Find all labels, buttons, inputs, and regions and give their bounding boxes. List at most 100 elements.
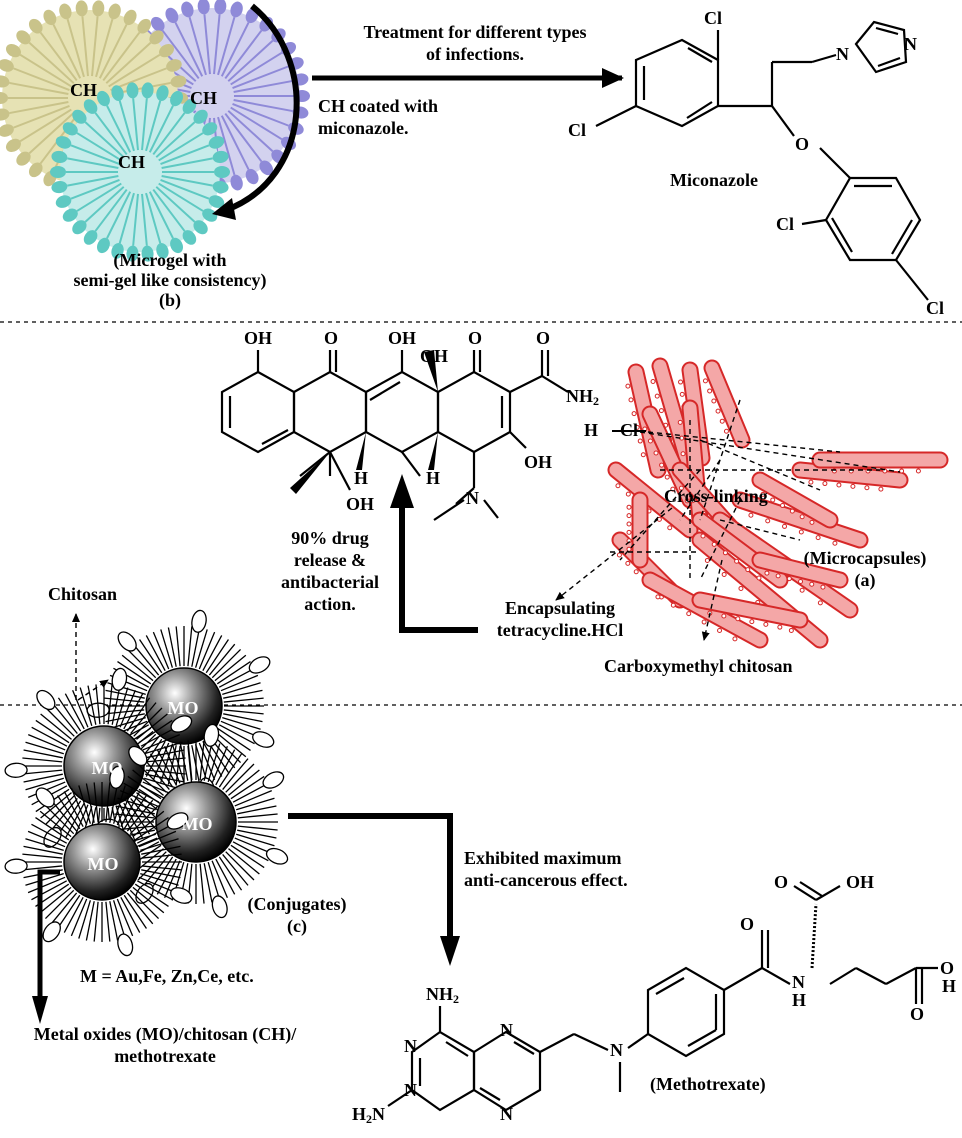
- microgel-chain: [232, 65, 289, 89]
- microgel-chain: [118, 192, 135, 244]
- microcapsule: [607, 461, 699, 539]
- hcl-h: H: [584, 420, 599, 440]
- conjugates-label-2: (c): [287, 916, 307, 936]
- conjugate-bristle: [70, 898, 88, 937]
- conjugate-bristle: [85, 901, 95, 941]
- conjugate: [4, 765, 193, 957]
- conjugate-bristle: [107, 684, 113, 725]
- stereo-dash-bond: [810, 903, 818, 969]
- microcapsule-dot: [899, 468, 905, 474]
- conjugate-bristle: [222, 682, 261, 696]
- microcapsule-dot: [732, 636, 738, 642]
- microgel-chain: [102, 31, 141, 82]
- chitosan-teardrop: [262, 771, 285, 789]
- microcapsule-dot: [625, 491, 631, 497]
- microgel-caption-3: (b): [159, 290, 181, 310]
- microcapsule-dot: [615, 483, 621, 489]
- conjugate-bristle: [127, 775, 162, 800]
- microgel-head: [92, 0, 105, 17]
- microgel-head: [245, 168, 259, 185]
- conjugate-bristle: [132, 769, 164, 796]
- conjugate-bristle: [199, 740, 205, 781]
- microgel-head: [182, 99, 197, 114]
- microgel-head: [59, 3, 72, 20]
- microgel-head: [165, 7, 179, 24]
- microcapsule-dot: [616, 552, 622, 558]
- conjugate-bristle: [214, 654, 247, 682]
- conjugate-bristle: [145, 757, 186, 763]
- conjugate-bristle: [85, 783, 95, 823]
- conjugate-bristle: [230, 844, 265, 869]
- microgel-head: [72, 109, 87, 124]
- microgel-head: [5, 44, 21, 58]
- atom-n: N: [904, 34, 917, 54]
- microcapsule-fill: [733, 493, 867, 547]
- microgel-chain: [108, 53, 161, 88]
- release-label-3: antibacterial: [281, 572, 379, 592]
- microgel-chain: [148, 191, 174, 239]
- conjugate-bristle: [51, 702, 78, 734]
- chitosan-teardrop: [252, 731, 275, 748]
- atom-o: O: [536, 328, 551, 348]
- conjugate-bristle: [232, 841, 269, 862]
- conjugate-bristle: [139, 639, 163, 674]
- microgel-head: [170, 237, 183, 254]
- microgel-chain: [84, 186, 125, 223]
- conjugate-bristle: [175, 626, 181, 667]
- conjugate-bristle: [218, 856, 243, 891]
- microcapsule-dot: [655, 594, 661, 600]
- atom-h2n: H2N: [352, 1104, 385, 1130]
- conjugate-bristle: [198, 742, 216, 781]
- microgel-chain: [224, 29, 263, 80]
- microcapsule-dot: [799, 514, 805, 520]
- microcapsule-dot: [677, 419, 683, 425]
- release-label-4: action.: [304, 594, 356, 614]
- conjugate-bristle: [31, 823, 68, 844]
- conjugate-bristle: [203, 741, 213, 781]
- atom-cl: Cl: [568, 120, 586, 140]
- conjugate-bristle: [44, 889, 75, 920]
- crosslink-dashes: [610, 399, 901, 581]
- conjugate-bristle: [134, 883, 169, 907]
- atom-o: O: [910, 1004, 925, 1024]
- metal-oxide-sphere: [63, 823, 141, 901]
- microgel-head: [170, 90, 183, 107]
- microgel-head: [141, 82, 154, 99]
- microcapsule-dot: [721, 571, 727, 577]
- conjugate-bristle: [115, 687, 129, 726]
- chitosan-teardrop: [211, 895, 228, 919]
- conjugate-bristle: [143, 758, 170, 790]
- microcapsule-dot: [775, 573, 781, 579]
- microgel-head: [181, 1, 194, 18]
- hcl-cl: Cl: [620, 420, 638, 440]
- microgel-head: [50, 166, 66, 178]
- microgel-sphere: [50, 82, 230, 262]
- conjugate-bristle: [27, 830, 66, 848]
- microgel-head: [208, 195, 225, 208]
- conjugate-bristle: [78, 900, 92, 939]
- conjugate-bristle: [222, 854, 249, 886]
- chitosan-teardrop: [109, 765, 125, 789]
- miconazole-structure: [595, 20, 929, 301]
- curved-arrow: [224, 3, 300, 213]
- conjugate-bristle: [112, 900, 126, 939]
- microcapsule-dot: [756, 575, 762, 581]
- conjugate-bristle: [140, 726, 177, 747]
- microgel-head: [83, 99, 98, 114]
- conjugate-bristle: [120, 896, 141, 933]
- microgel-head: [126, 245, 139, 262]
- conjugate-bristle: [25, 872, 64, 886]
- atom-nh2-subscript: 2: [593, 394, 599, 408]
- conjugate-bristle: [202, 740, 223, 777]
- pointer-encapsulating: [555, 507, 673, 601]
- microcapsule-dot: [664, 474, 670, 480]
- conjugate-bristle: [79, 687, 93, 726]
- chitosan-label: Chitosan: [48, 584, 118, 604]
- conjugate-bristle: [136, 880, 173, 901]
- conjugate-bristle: [214, 730, 247, 758]
- atom-o: O: [795, 134, 810, 154]
- microcapsule-dot: [626, 513, 632, 519]
- microgel-chain: [220, 115, 250, 170]
- microcapsule-dot: [786, 576, 792, 582]
- conjugate-bristle: [134, 817, 169, 841]
